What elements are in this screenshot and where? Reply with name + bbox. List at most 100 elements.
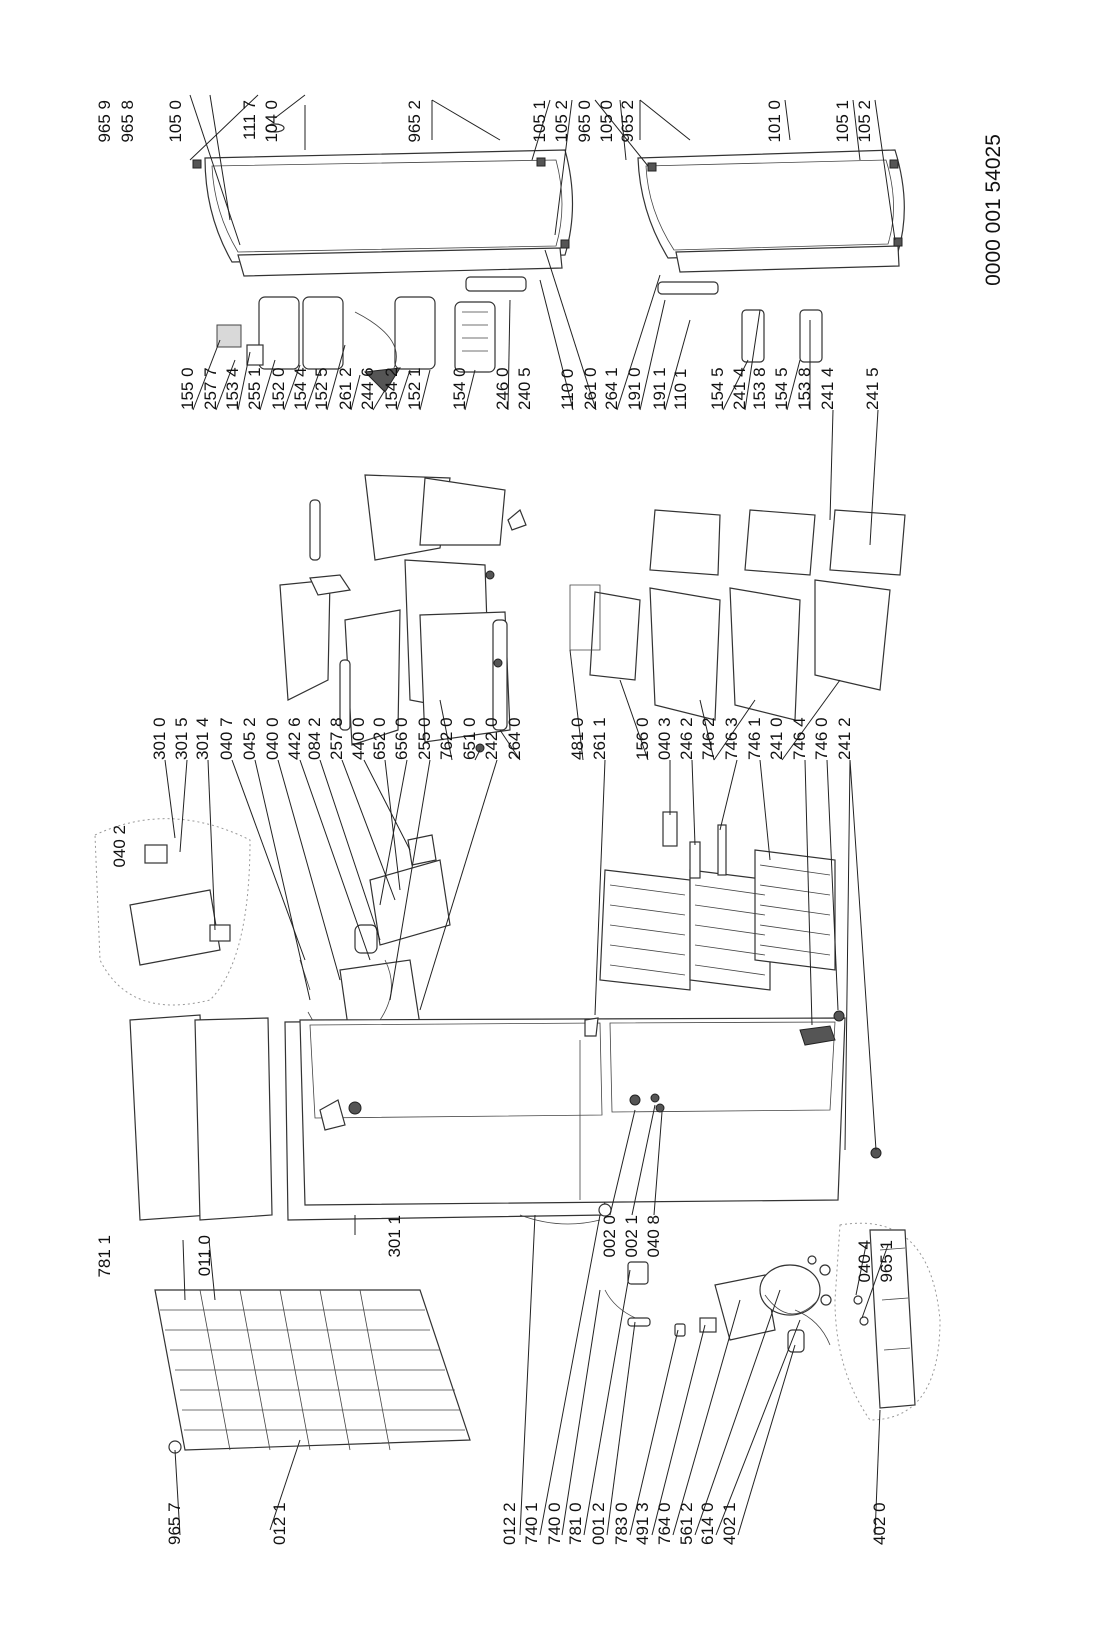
part-label: 440 0 (349, 717, 368, 760)
part-label: 105 0 (597, 100, 616, 143)
part-label: 040 8 (644, 1215, 663, 1258)
part-label: 965 0 (575, 100, 594, 143)
part-label: 561 2 (677, 1502, 696, 1545)
part-label: 154 5 (772, 367, 791, 410)
freezer-door (637, 149, 905, 273)
part-label: 264 0 (505, 717, 524, 760)
part-label: 156 0 (633, 717, 652, 760)
part-label: 965 8 (118, 100, 137, 143)
part-label: 651 0 (460, 717, 479, 760)
part-label: 101 0 (765, 100, 784, 143)
part-label: 040 0 (263, 717, 282, 760)
fridge-door (192, 123, 574, 277)
part-label: 762 0 (437, 717, 456, 760)
part-label: 255 1 (245, 367, 264, 410)
part-label: 746 2 (699, 717, 718, 760)
part-label: 246 2 (677, 717, 696, 760)
part-label: 402 0 (870, 1502, 889, 1545)
part-label: 241 4 (730, 367, 749, 410)
part-label: 652 0 (370, 717, 389, 760)
part-label: 154 2 (382, 367, 401, 410)
part-label: 155 0 (178, 367, 197, 410)
part-label: 965 2 (618, 100, 637, 143)
part-label: 012 1 (270, 1502, 289, 1545)
part-label: 045 2 (240, 717, 259, 760)
part-label: 264 1 (602, 367, 621, 410)
part-label: 012 2 (500, 1502, 519, 1545)
control-unit (94, 818, 451, 1041)
part-label: 491 3 (633, 1502, 652, 1545)
part-label: 105 1 (833, 100, 852, 143)
part-label: 740 1 (522, 1502, 541, 1545)
part-label: 965 2 (405, 100, 424, 143)
part-label: 040 3 (655, 717, 674, 760)
part-label: 040 7 (217, 717, 236, 760)
part-label: 301 0 (150, 717, 169, 760)
part-label: 001 2 (589, 1502, 608, 1545)
part-label: 110 0 (558, 369, 577, 410)
freezer-grids (599, 811, 836, 991)
part-label: 481 0 (568, 717, 587, 760)
part-label: 965 1 (877, 1240, 896, 1283)
part-label: 614 0 (698, 1502, 717, 1545)
part-label: 152 1 (405, 367, 424, 410)
part-label: 241 4 (818, 367, 837, 410)
part-label: 261 2 (336, 367, 355, 410)
part-label: 257 8 (327, 717, 346, 760)
part-label: 257 7 (201, 367, 220, 410)
part-label: 002 0 (600, 1215, 619, 1258)
part-label: 105 0 (166, 100, 185, 143)
part-label: 965 9 (95, 100, 114, 143)
part-label: 152 0 (269, 367, 288, 410)
part-label: 002 1 (622, 1215, 641, 1258)
part-label: 105 2 (855, 100, 874, 143)
cabinet (284, 1010, 882, 1221)
part-label: 781 0 (566, 1502, 585, 1545)
part-label: 246 0 (493, 367, 512, 410)
part-label: 244 6 (358, 367, 377, 410)
top-covers (129, 1014, 273, 1221)
door-bins (216, 276, 823, 393)
part-label: 402 1 (720, 1502, 739, 1545)
part-label: 240 5 (515, 367, 534, 410)
part-label: 301 4 (193, 717, 212, 760)
part-label: 746 0 (812, 717, 831, 760)
part-label: 781 1 (95, 1235, 114, 1278)
part-label: 153 8 (750, 367, 769, 410)
part-label: 442 6 (285, 717, 304, 760)
part-label: 191 1 (650, 367, 669, 410)
shelves-and-drawers (279, 474, 906, 753)
part-label: 111 7 (240, 100, 259, 140)
part-label: 301 5 (172, 717, 191, 760)
part-label: 746 1 (745, 717, 764, 760)
part-label: 255 0 (415, 717, 434, 760)
part-label: 746 3 (722, 717, 741, 760)
part-label: 153 4 (223, 367, 242, 410)
condenser (154, 1289, 471, 1454)
part-label: 104 0 (262, 100, 281, 143)
part-label: 040 2 (110, 825, 129, 868)
part-label: 261 0 (581, 367, 600, 410)
part-label: 242 0 (482, 717, 501, 760)
document-number: 0000 001 54025 (982, 134, 1005, 286)
part-label: 154 0 (450, 367, 469, 410)
part-label: 241 5 (863, 367, 882, 410)
compressor-area (519, 1203, 832, 1353)
part-label: 105 2 (552, 100, 571, 143)
part-label: 011 0 (195, 1235, 214, 1276)
part-label: 154 4 (291, 367, 310, 410)
part-label: 191 0 (625, 367, 644, 410)
part-label: 241 0 (767, 717, 786, 760)
part-label: 783 0 (612, 1502, 631, 1545)
base-frame (834, 1222, 941, 1421)
part-label: 241 2 (835, 717, 854, 760)
leader-lines (164, 94, 896, 1536)
part-label: 105 1 (530, 100, 549, 143)
part-label: 152 5 (312, 367, 331, 410)
part-label: 656 0 (392, 717, 411, 760)
part-label: 110 1 (671, 369, 690, 410)
part-label: 154 5 (708, 367, 727, 410)
part-label: 740 0 (545, 1502, 564, 1545)
